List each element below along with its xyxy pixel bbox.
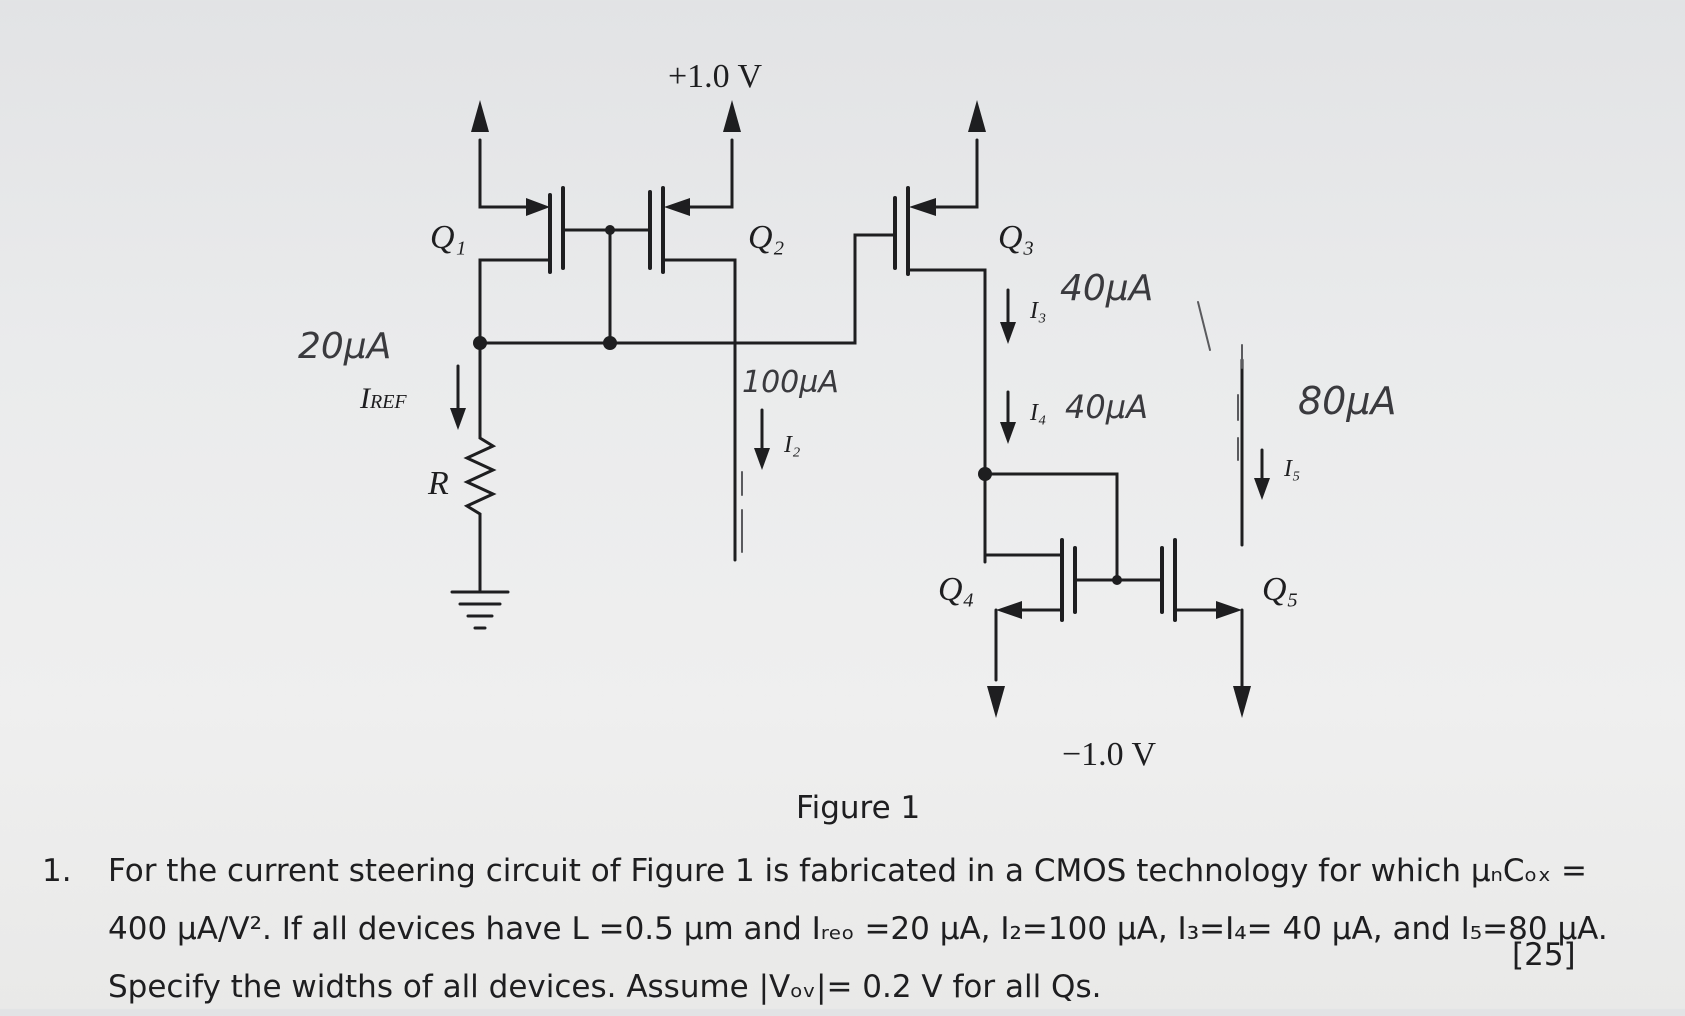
handwritten-i2-value: 100µA [742,365,839,400]
label-i3: I₃ [1029,298,1046,324]
label-q5: Q₅ [1262,571,1298,608]
problem-line-2: 400 μA/V². If all devices have L =0.5 µm… [108,911,1608,947]
node-dot-q1q2-gate [605,225,615,235]
label-i2: I₂ [783,432,800,458]
ground-symbol [450,590,510,630]
transistor-q2 [648,138,737,562]
handwritten-iref-value: 20µA [298,326,391,367]
arrow-down-q5-supply [1233,686,1251,718]
transistor-q4 [994,538,1077,682]
node-dot-gate-bus [603,336,617,350]
resistor-r [463,341,497,592]
arrow-i4 [1000,390,1016,444]
handwritten-i3-value: 40µA [1060,268,1153,309]
figure-caption: Figure 1 [796,790,921,826]
problem-line-3: Specify the widths of all devices. Assum… [108,969,1102,1005]
supply-bottom-label: −1.0 V [1062,736,1157,773]
label-i4: I₄ [1029,400,1046,426]
transistor-q1 [478,138,565,345]
label-q2: Q₂ [748,219,784,256]
node-dot-q4q5-gate [1112,575,1122,585]
problem-marks: [25] [1512,937,1576,973]
problem-line-1: For the current steering circuit of Figu… [108,853,1587,889]
handwritten-i4-value: 40µA [1065,388,1148,426]
label-q1: Q₁ [430,219,466,256]
arrow-up-q3-supply [968,100,986,132]
arrow-i3 [1000,288,1016,344]
arrow-up-q2-supply [723,100,741,132]
arrow-down-q4-supply [987,686,1005,718]
transistor-q5 [1160,358,1244,689]
label-i5: I₅ [1283,456,1300,482]
arrow-iref [450,364,466,430]
arrow-up-q1-supply [471,100,489,132]
problem-number: 1. [42,853,72,889]
node-dot-q4-drain [978,467,992,481]
handwritten-i5-value: 80µA [1298,379,1397,423]
node-dot-q1-drain [473,336,487,350]
label-r: R [427,465,449,502]
label-iref: IREF [359,382,407,415]
label-q3: Q₃ [998,219,1034,256]
problem-body: For the current steering circuit of Figu… [108,842,1608,1016]
label-q4: Q₄ [938,571,974,608]
supply-top-label: +1.0 V [668,58,763,95]
transistor-q3 [893,138,987,564]
arrow-i2 [754,408,770,470]
arrow-i5 [1254,448,1270,500]
